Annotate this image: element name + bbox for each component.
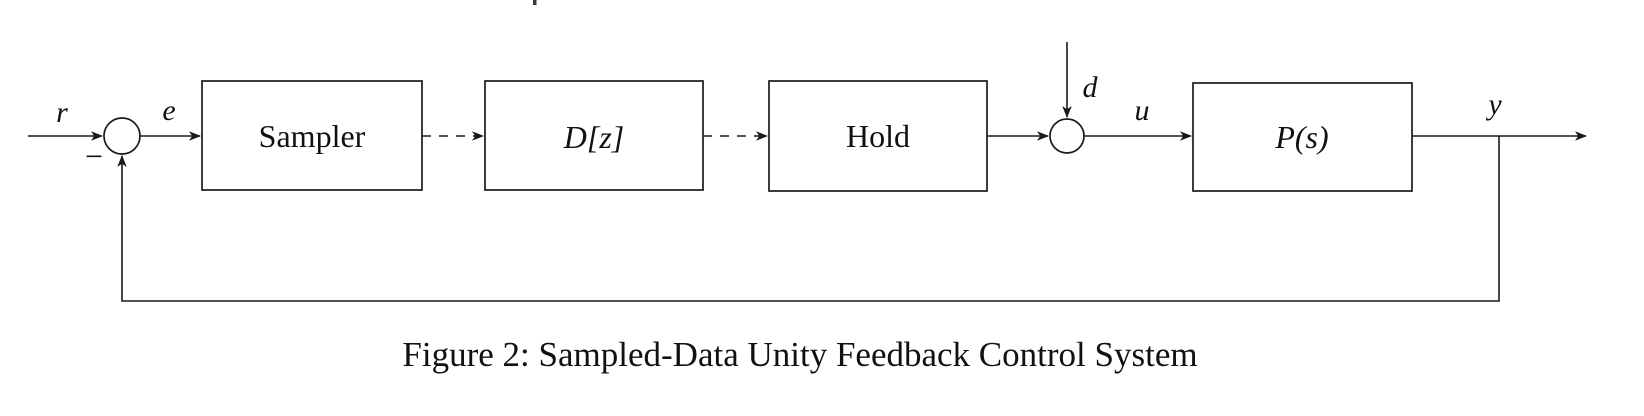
hold-block	[768, 80, 988, 192]
sampler-label: Sampler	[259, 118, 366, 154]
reference-label: r	[56, 96, 68, 129]
plant-block	[1192, 82, 1413, 192]
disturbance-label: d	[1083, 71, 1099, 104]
controller-block	[484, 80, 704, 191]
controller-label: D[z]	[563, 119, 624, 155]
summing-junction-right	[1049, 118, 1085, 154]
output-label: y	[1485, 88, 1502, 121]
summing-junction-left	[103, 117, 141, 155]
minus-sign: −	[85, 138, 103, 174]
plant-label: P(s)	[1274, 119, 1328, 155]
figure-caption: Figure 2: Sampled-Data Unity Feedback Co…	[402, 335, 1197, 374]
hold-label: Hold	[846, 118, 910, 154]
feedback-path	[117, 136, 1500, 302]
error-label: e	[162, 94, 175, 127]
stray-mark	[533, 0, 537, 5]
sampler-block	[201, 80, 423, 191]
control-label: u	[1135, 94, 1150, 127]
